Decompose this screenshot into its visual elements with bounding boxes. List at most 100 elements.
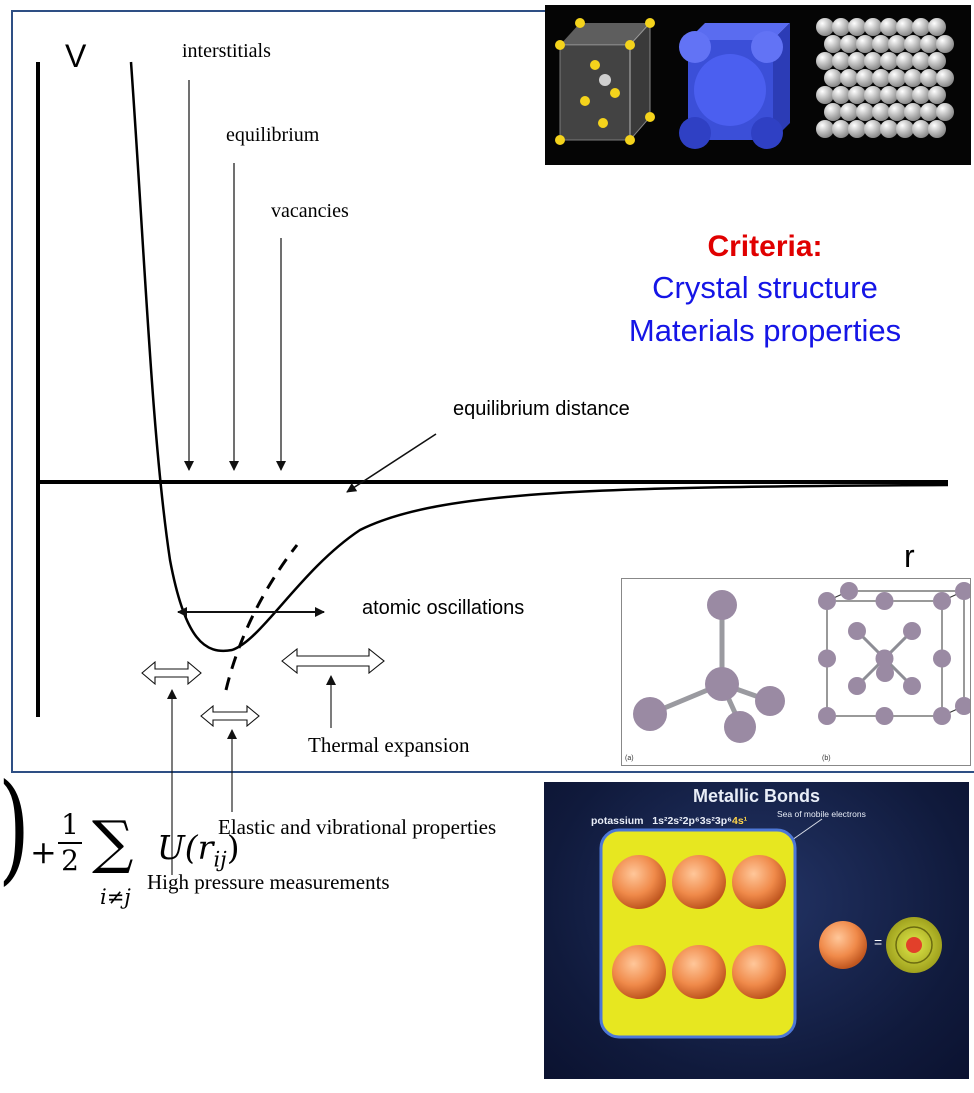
crystal-structure-image	[545, 5, 971, 165]
packed-sphere	[936, 69, 954, 87]
metallic-bonds-title: Metallic Bonds	[692, 786, 821, 806]
packed-sphere	[816, 18, 834, 36]
packed-sphere	[928, 86, 946, 104]
sphere-packing-model	[816, 18, 954, 138]
packed-sphere	[832, 120, 850, 138]
packed-sphere	[848, 86, 866, 104]
elastic-label: Elastic and vibrational properties	[218, 815, 497, 839]
metal-ion	[732, 855, 786, 909]
lattice-atom	[848, 622, 866, 640]
packed-sphere	[936, 35, 954, 53]
packed-sphere	[896, 120, 914, 138]
summation-sign: ∑	[92, 808, 134, 876]
packed-sphere	[816, 120, 834, 138]
packed-sphere	[848, 52, 866, 70]
packed-sphere	[848, 18, 866, 36]
criteria-materials-properties: Materials properties	[628, 313, 902, 348]
packed-sphere	[824, 35, 842, 53]
lattice-atom	[955, 697, 970, 715]
packed-sphere	[872, 35, 890, 53]
thermal-hollow-arrow	[281, 647, 385, 675]
packed-sphere	[880, 52, 898, 70]
packed-sphere	[912, 120, 930, 138]
vacancies-label: vacancies	[271, 200, 349, 222]
frame-bottom-rule	[11, 771, 974, 773]
metallic-lattice	[599, 818, 942, 1039]
packed-sphere	[888, 35, 906, 53]
space-filling-model	[679, 23, 790, 149]
packed-sphere	[888, 69, 906, 87]
lattice-atom	[933, 649, 951, 668]
criteria-block: Criteria: Crystal structure Materials pr…	[520, 228, 974, 352]
packed-sphere	[920, 69, 938, 87]
lattice-atom	[875, 592, 894, 610]
equilibrium-distance-label: equilibrium distance	[453, 398, 630, 420]
lattice-atom	[903, 622, 921, 640]
packed-sphere	[912, 18, 930, 36]
high-pressure-hollow-arrow	[141, 660, 202, 686]
metal-ion	[612, 855, 666, 909]
lattice-atom	[818, 592, 836, 610]
config-core: 1s²2s²2p⁶3s²3p⁶	[652, 815, 732, 827]
packed-sphere	[928, 120, 946, 138]
equation-fraction: 1 2	[58, 808, 82, 878]
metallic-bonds-slide: Metallic Bonds potassium 1s²2s²2p⁶3s²3p⁶…	[544, 782, 969, 1079]
lattice-atom	[818, 707, 836, 725]
criteria-crystal-structure: Crystal structure	[652, 270, 878, 305]
equilibrium-distance-arrow	[346, 433, 437, 493]
x-axis-label: r	[904, 538, 915, 574]
y-axis-label: V	[65, 38, 87, 74]
electron-shell	[895, 926, 933, 964]
lattice-atom	[848, 677, 866, 695]
lattice-atom	[818, 649, 836, 668]
callout-line	[791, 818, 823, 841]
high-pressure-label: High pressure measurements	[147, 870, 390, 894]
criteria-heading: Criteria:	[707, 230, 823, 263]
atomic-oscillations-label: atomic oscillations	[362, 597, 525, 619]
diamond-cubic-cell	[818, 582, 970, 725]
tetrahedral-unit	[649, 607, 771, 726]
tetrahedral-atoms	[633, 590, 785, 743]
packed-sphere	[864, 52, 882, 70]
fraction-numerator: 1	[58, 808, 82, 844]
packed-sphere	[848, 120, 866, 138]
packed-sphere	[880, 86, 898, 104]
packed-sphere	[824, 103, 842, 121]
metal-ion	[672, 945, 726, 999]
atom-nucleus	[906, 937, 922, 953]
packed-sphere	[832, 18, 850, 36]
lattice-atom	[933, 592, 951, 610]
single-ion	[819, 921, 867, 969]
packed-sphere	[880, 18, 898, 36]
packed-sphere	[912, 86, 930, 104]
equilibrium-label: equilibrium	[226, 124, 320, 146]
packed-sphere	[904, 69, 922, 87]
packed-sphere	[920, 103, 938, 121]
tetrahedral-models	[633, 582, 970, 743]
unit-cell-model	[555, 18, 655, 145]
electron-configuration: potassium 1s²2s²2p⁶3s²3p⁶4s¹	[591, 815, 747, 827]
config-valence: 4s¹	[732, 815, 748, 827]
lattice-atom	[875, 707, 894, 725]
elastic-hollow-arrow	[200, 704, 260, 728]
packed-sphere	[904, 103, 922, 121]
packed-sphere	[904, 35, 922, 53]
lattice-atom	[876, 664, 894, 682]
metal-ion	[612, 945, 666, 999]
packed-sphere	[864, 86, 882, 104]
crystal-models	[555, 18, 954, 149]
packed-sphere	[880, 120, 898, 138]
packed-sphere	[896, 18, 914, 36]
metal-ions	[612, 855, 786, 999]
packed-sphere	[864, 120, 882, 138]
packed-sphere	[888, 103, 906, 121]
packed-sphere	[816, 86, 834, 104]
metal-ion	[672, 855, 726, 909]
packed-sphere	[840, 69, 858, 87]
packed-sphere	[824, 69, 842, 87]
lattice-atom	[875, 649, 894, 668]
fraction-denominator: 2	[61, 844, 79, 877]
packed-sphere	[856, 103, 874, 121]
metal-ion	[732, 945, 786, 999]
